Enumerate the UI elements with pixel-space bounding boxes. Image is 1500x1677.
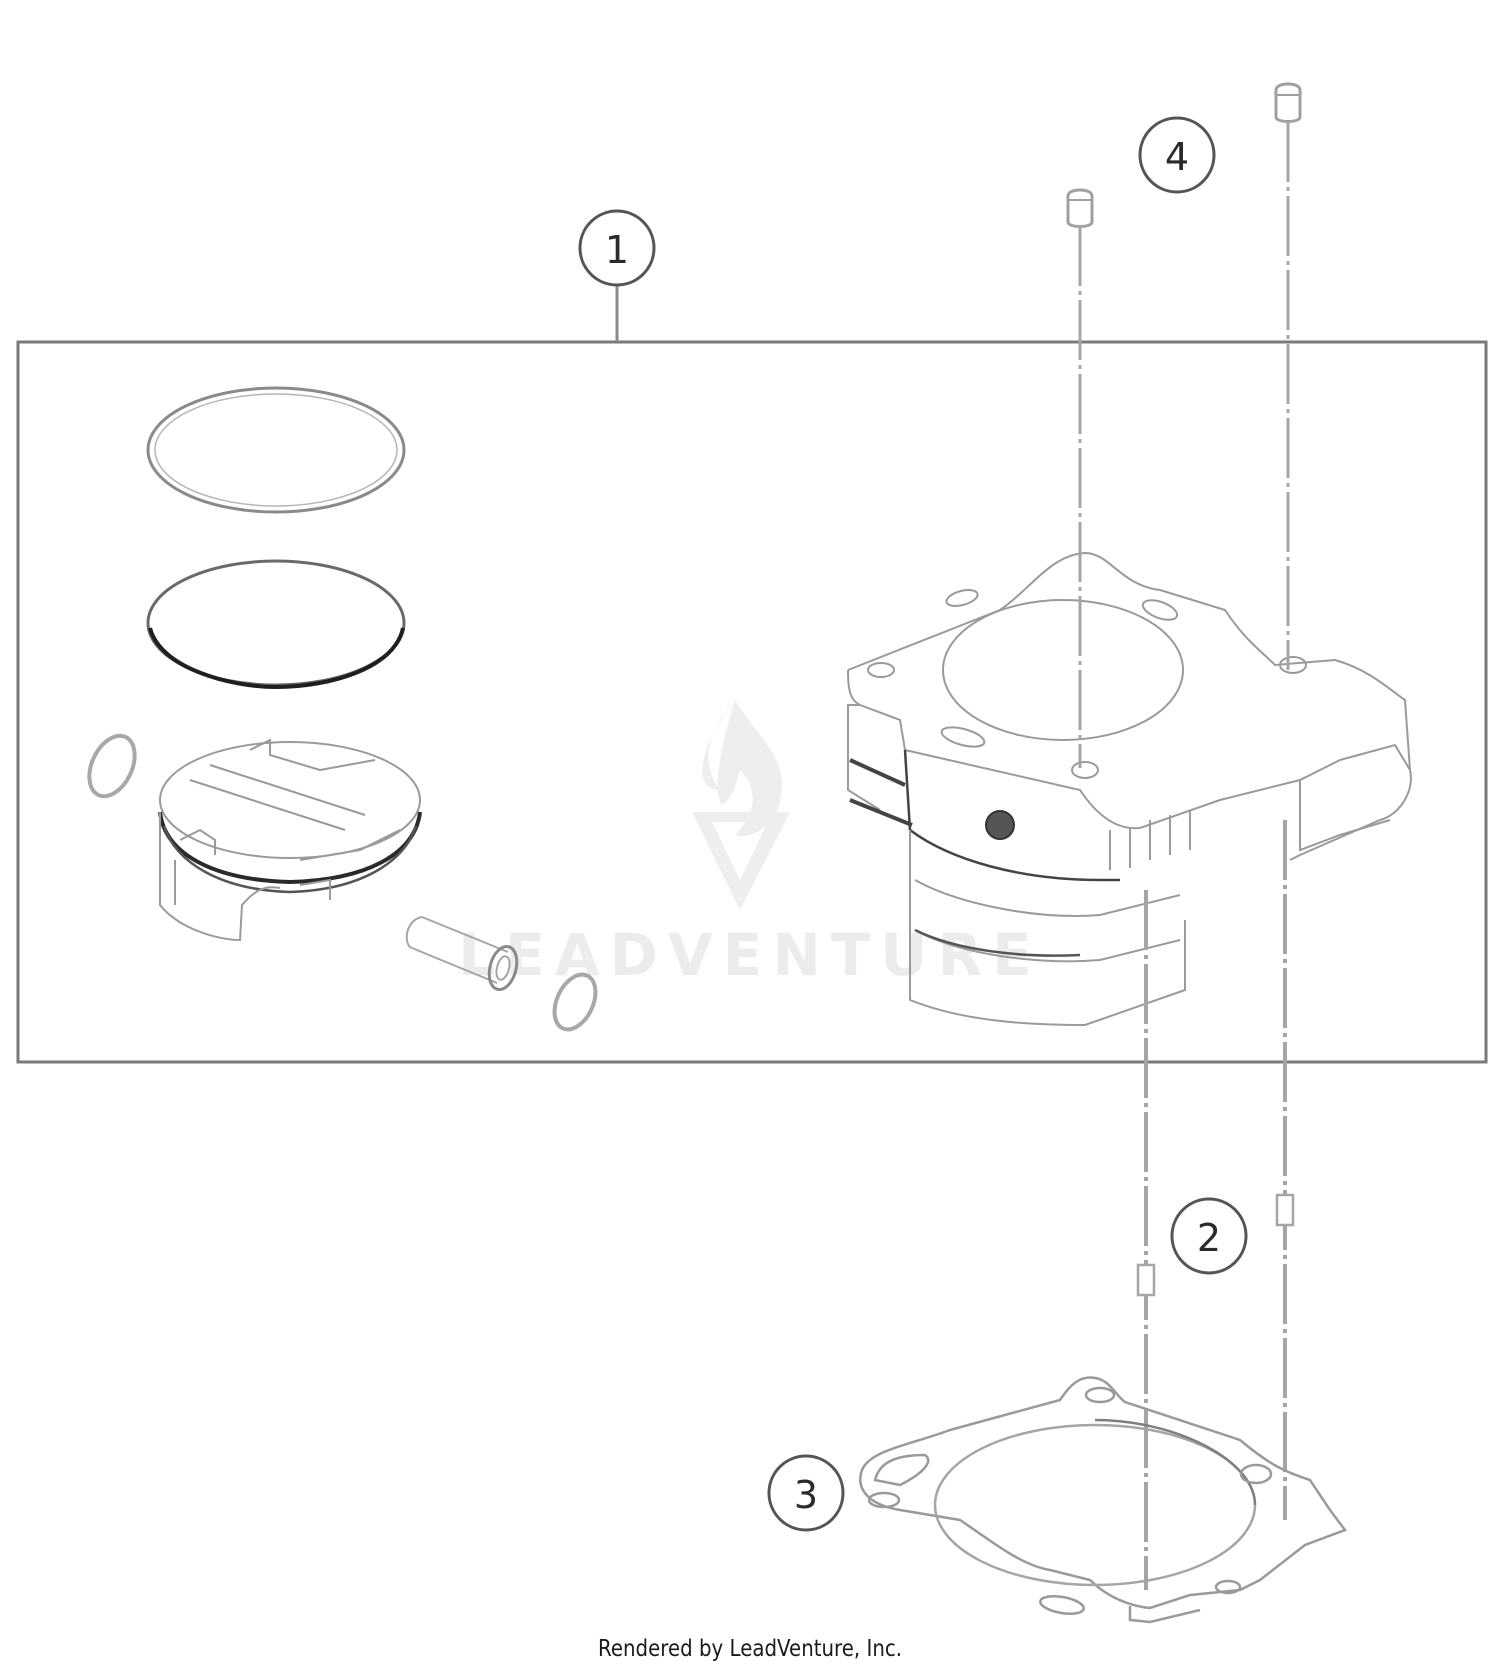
stud-left — [1066, 188, 1094, 768]
piston — [158, 738, 422, 942]
cylinder-base-gasket — [859, 1376, 1348, 1624]
callout-4-label: 4 — [1165, 135, 1189, 179]
dowel-sleeve-right — [1275, 1193, 1295, 1227]
watermark-text: LEADVENTURE — [458, 921, 1042, 989]
piston-ring-bottom — [146, 559, 406, 690]
render-credit: Rendered by LeadVenture, Inc. — [597, 1636, 903, 1662]
leadventure-watermark: LEADVENTURE — [458, 700, 1042, 989]
callout-1[interactable]: 1 — [578, 209, 656, 287]
kit-group-box — [16, 340, 1488, 1064]
flame-logo-icon — [692, 700, 790, 910]
callout-4[interactable]: 4 — [1138, 116, 1216, 194]
piston-ring-top — [146, 386, 406, 514]
circlip-right — [552, 972, 598, 1032]
callout-3[interactable]: 3 — [767, 1454, 845, 1532]
callout-2-label: 2 — [1197, 1216, 1221, 1260]
circlip-left — [87, 733, 137, 799]
callout-1-label: 1 — [605, 228, 629, 272]
dowel-sleeve-left — [1136, 1263, 1156, 1297]
cylinder — [847, 551, 1412, 1027]
piston-pin — [405, 916, 519, 992]
callout-3-label: 3 — [794, 1473, 818, 1517]
stud-right — [1274, 82, 1302, 670]
callout-2[interactable]: 2 — [1170, 1197, 1248, 1275]
